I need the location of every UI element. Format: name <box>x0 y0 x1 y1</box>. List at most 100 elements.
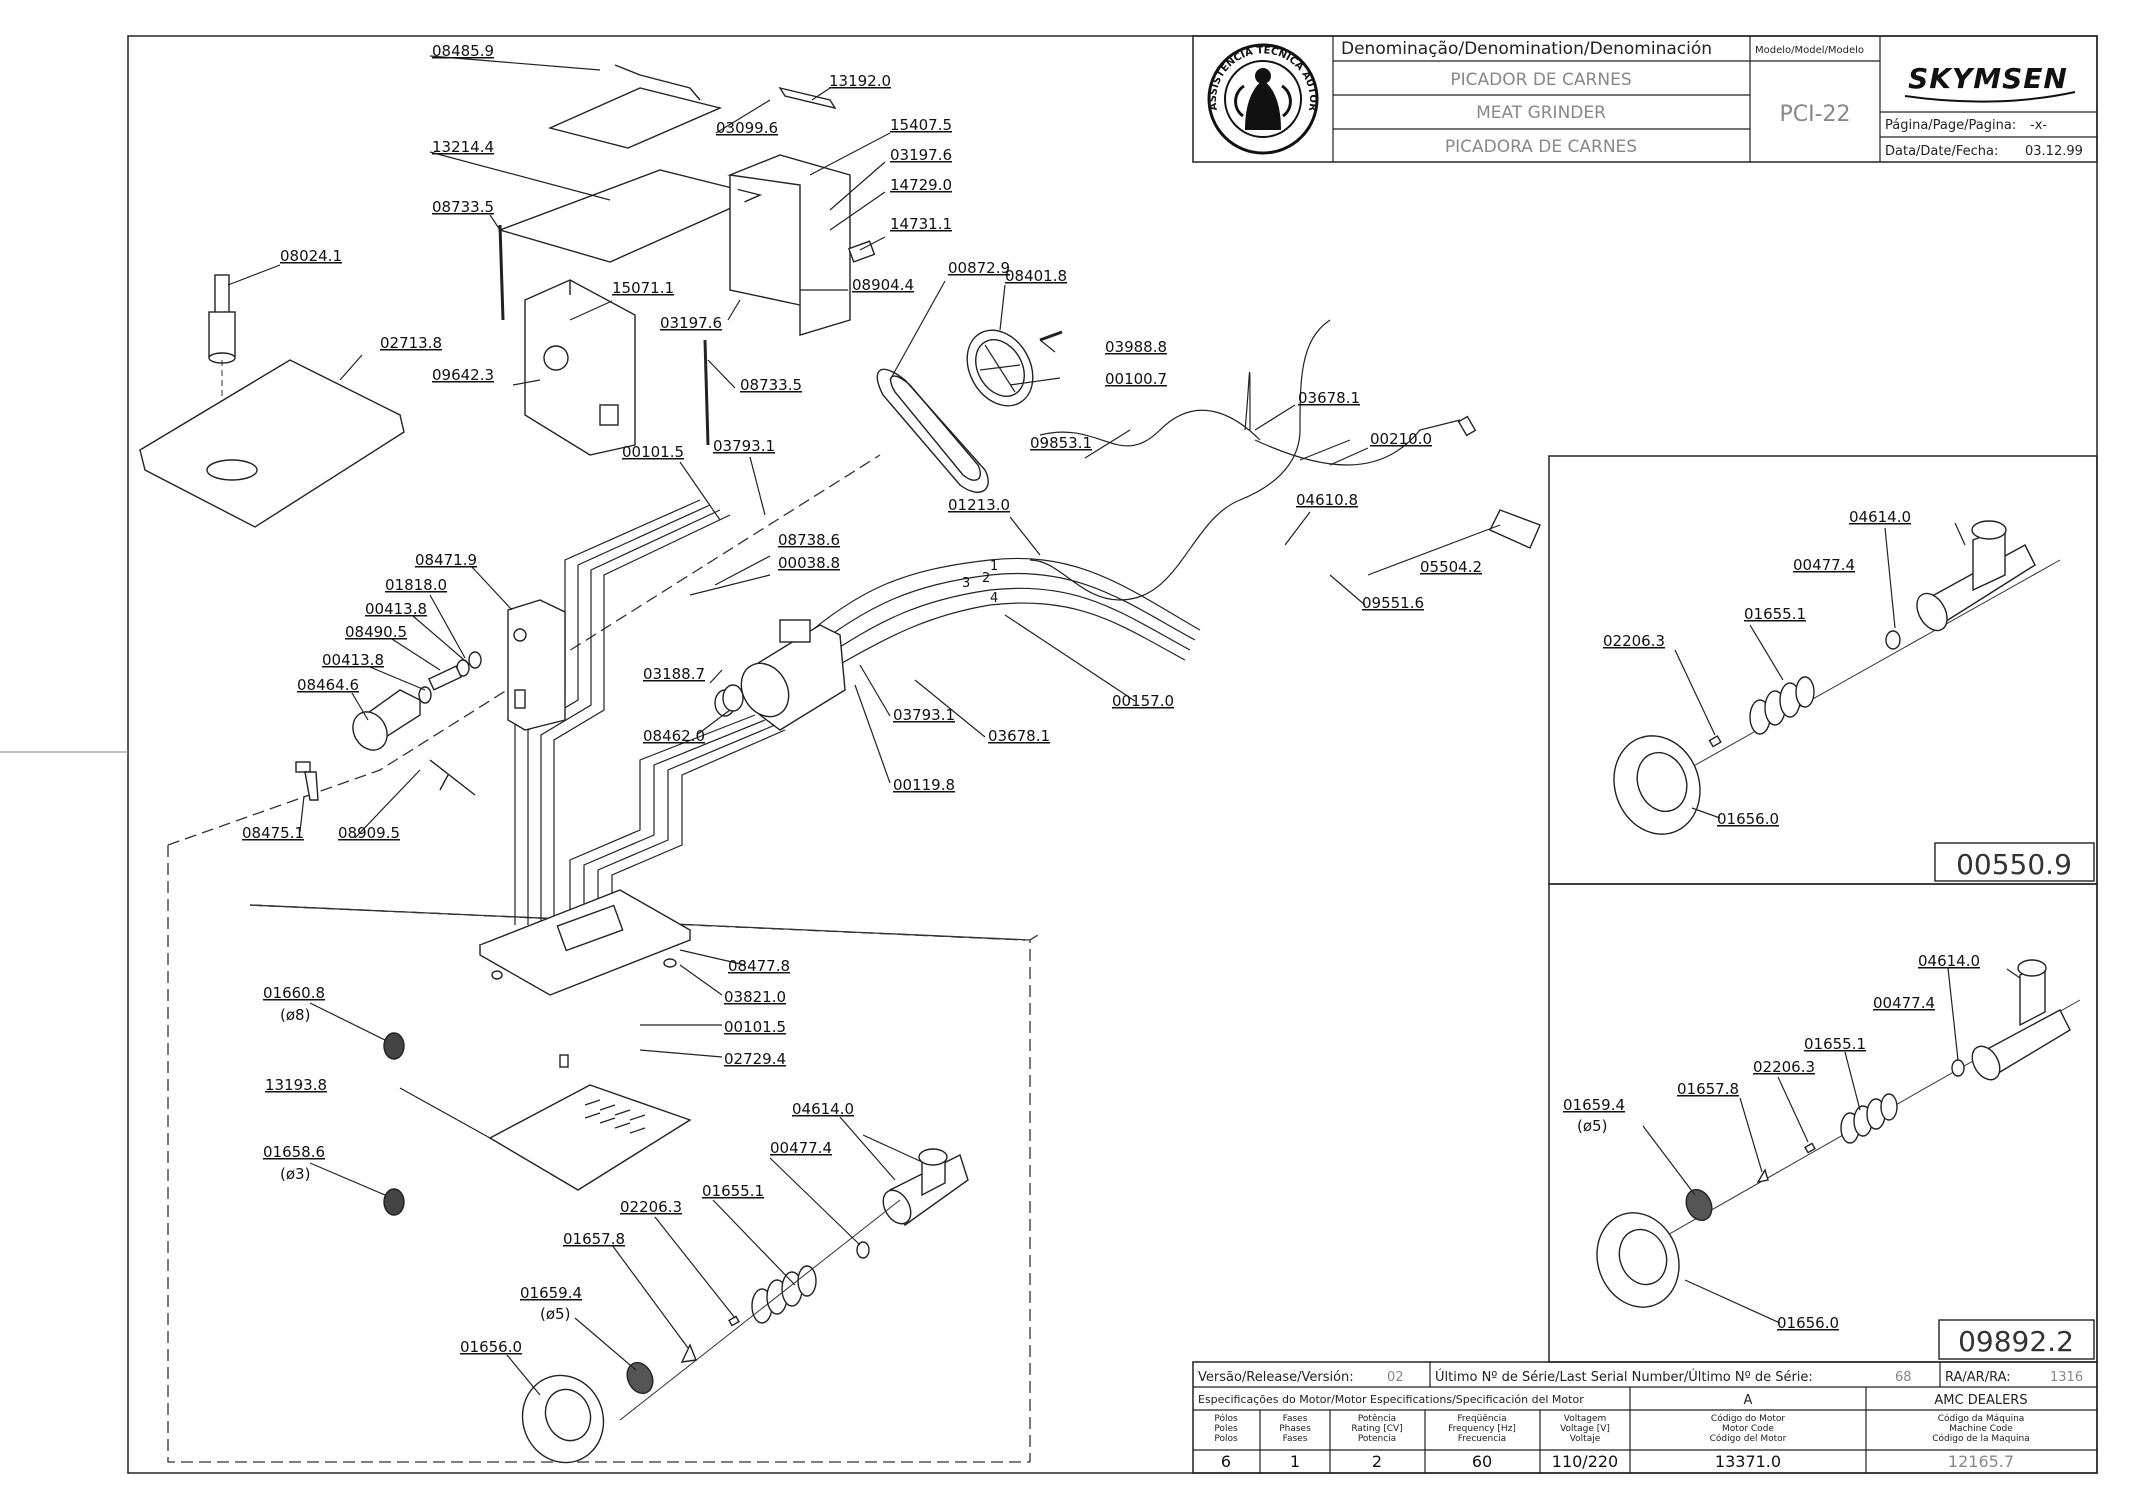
label-00101-5-top: 00101.5 <box>622 443 684 461</box>
dealers: AMC DEALERS <box>1934 1393 2027 1408</box>
label-01660-8-dia: (ø8) <box>280 1006 310 1024</box>
serial-value: 68 <box>1895 1370 1912 1385</box>
label-13214-4: 13214.4 <box>432 138 494 156</box>
label-03188-7: 03188.7 <box>643 665 705 683</box>
inset-1-label-04614: 04614.0 <box>1849 508 1911 526</box>
motor-spec-header-cell: Código del Motor <box>1710 1433 1787 1444</box>
wire-1: 1 <box>990 559 998 574</box>
label-00413-8-top: 00413.8 <box>365 600 427 618</box>
label-09551-6: 09551.6 <box>1362 594 1424 612</box>
motor-spec-value-cell: 1 <box>1290 1452 1300 1471</box>
label-03793-1-mid: 03793.1 <box>893 706 955 724</box>
label-08475-1: 08475.1 <box>242 824 304 842</box>
page-label: Página/Page/Pagina: <box>1885 118 2016 133</box>
label-03793-1-top: 03793.1 <box>713 437 775 455</box>
motor-spec-header-cell: Fases <box>1283 1434 1308 1444</box>
label-01213-0: 01213.0 <box>948 496 1010 514</box>
label-14731-1: 14731.1 <box>890 215 952 233</box>
motor-spec-value-cell: 6 <box>1221 1452 1231 1471</box>
label-03197-6-top: 03197.6 <box>890 146 952 164</box>
wire-4: 4 <box>990 591 998 606</box>
label-01658-6: 01658.6 <box>263 1143 325 1161</box>
title-block: ASSISTÊNCIA TÉCNICA AUTORIZADA Denominaç… <box>0 0 2098 163</box>
motor-spec-header-cell: Polos <box>1214 1434 1238 1444</box>
label-01655-1: 01655.1 <box>702 1182 764 1200</box>
motor-spec-header-cell: Voltaje <box>1570 1434 1601 1444</box>
motor-spec-header-cell: Phases <box>1279 1424 1311 1434</box>
label-09642-3: 09642.3 <box>432 366 494 384</box>
label-08471-9: 08471.9 <box>415 551 477 569</box>
serial-label: Último Nº de Série/Last Serial Number/Úl… <box>1435 1369 1813 1385</box>
label-01659-4: 01659.4 <box>520 1284 582 1302</box>
label-00038-8: 00038.8 <box>778 554 840 572</box>
motor-spec-value-cell: 13371.0 <box>1715 1452 1781 1471</box>
motor-spec-header-cell: Frequency [Hz] <box>1448 1424 1516 1434</box>
ra-value: 1316 <box>2050 1370 2083 1385</box>
inset-1-label-02206: 02206.3 <box>1603 632 1665 650</box>
inset-1-label-01655: 01655.1 <box>1744 605 1806 623</box>
model-value: PCI-22 <box>1779 102 1850 127</box>
label-02713-8: 02713.8 <box>380 334 442 352</box>
label-03678-1-top: 03678.1 <box>1298 389 1360 407</box>
inset-2-code: 09892.2 <box>1958 1325 2074 1358</box>
inset-2-label-00477: 00477.4 <box>1873 994 1935 1012</box>
inset-2-label-01659-dia: (ø5) <box>1577 1117 1607 1135</box>
model-header: Modelo/Model/Modelo <box>1755 45 1864 56</box>
label-04614-0: 04614.0 <box>792 1100 854 1118</box>
inset-2-label-01656: 01656.0 <box>1777 1314 1839 1332</box>
wire-2: 2 <box>982 571 990 586</box>
name-pt: PICADOR DE CARNES <box>1450 70 1631 90</box>
label-03099-6: 03099.6 <box>716 119 778 137</box>
motor-spec-value-cell: 2 <box>1372 1452 1382 1471</box>
motor-letter: A <box>1744 1393 1753 1408</box>
label-13193-8: 13193.8 <box>265 1076 327 1094</box>
label-03988-8: 03988.8 <box>1105 338 1167 356</box>
label-15407-5: 15407.5 <box>890 116 952 134</box>
motor-spec-header-cell: Pólos <box>1214 1413 1238 1424</box>
motor-spec-header-cell: Código de la Maquina <box>1932 1433 2030 1444</box>
label-00477-4: 00477.4 <box>770 1139 832 1157</box>
inset-1-code: 00550.9 <box>1956 848 2072 881</box>
label-08733-5-bottom: 08733.5 <box>740 376 802 394</box>
motor-spec-header-cell: Frecuencia <box>1458 1434 1506 1444</box>
part-labels: 08485.9 13192.0 03099.6 15407.5 13214.4 … <box>242 42 1482 1356</box>
motor-spec-header-cell: Motor Code <box>1722 1424 1774 1434</box>
page-value: -x- <box>2030 118 2047 133</box>
label-02729-4: 02729.4 <box>724 1050 786 1068</box>
motor-spec-header-cell: Freqüência <box>1457 1413 1506 1424</box>
label-01659-4-dia: (ø5) <box>540 1305 570 1323</box>
label-05504-2: 05504.2 <box>1420 558 1482 576</box>
label-09853-1: 09853.1 <box>1030 434 1092 452</box>
label-03678-1-mid: 03678.1 <box>988 727 1050 745</box>
motor-spec-header-cell: Voltagem <box>1564 1414 1607 1424</box>
denomination-header: Denominação/Denomination/Denominación <box>1341 39 1712 59</box>
label-08904-4: 08904.4 <box>852 276 914 294</box>
inset-panel-1: 00550.9 04614.0 00477.4 01655.1 02206.3 … <box>1548 455 2098 885</box>
motor-spec-header-cell: Código do Motor <box>1711 1413 1785 1424</box>
label-03197-6-bottom: 03197.6 <box>660 314 722 332</box>
name-en: MEAT GRINDER <box>1476 103 1606 123</box>
label-08909-5: 08909.5 <box>338 824 400 842</box>
release-value: 02 <box>1387 1370 1404 1385</box>
label-00101-5-bottom: 00101.5 <box>724 1018 786 1036</box>
motor-spec-header-cell: Fases <box>1283 1414 1308 1424</box>
name-es: PICADORA DE CARNES <box>1445 137 1637 157</box>
inset-1-label-00477: 00477.4 <box>1793 556 1855 574</box>
brand-logo: SKYMSEN <box>1908 62 2068 95</box>
motor-spec-header-cell: Poles <box>1214 1424 1238 1434</box>
label-08401-8: 08401.8 <box>1005 267 1067 285</box>
inset-2-label-01657: 01657.8 <box>1677 1080 1739 1098</box>
inset-2-label-02206: 02206.3 <box>1753 1058 1815 1076</box>
label-08733-5-top: 08733.5 <box>432 198 494 216</box>
footer-table: Versão/Release/Versión: 02 Último Nº de … <box>1192 1361 2098 1474</box>
motor-spec-value-cell: 12165.7 <box>1948 1452 2014 1471</box>
label-04610-8: 04610.8 <box>1296 491 1358 509</box>
label-08738-6: 08738.6 <box>778 531 840 549</box>
label-13192-0: 13192.0 <box>829 72 891 90</box>
label-01658-6-dia: (ø3) <box>280 1165 310 1183</box>
inset-panel-2: 09892.2 04614.0 00477.4 01655.1 02206.3 … <box>1548 883 2098 1363</box>
label-03821-0: 03821.0 <box>724 988 786 1006</box>
label-08462-0: 08462.0 <box>643 727 705 745</box>
motor-spec-value-cell: 110/220 <box>1552 1452 1618 1471</box>
